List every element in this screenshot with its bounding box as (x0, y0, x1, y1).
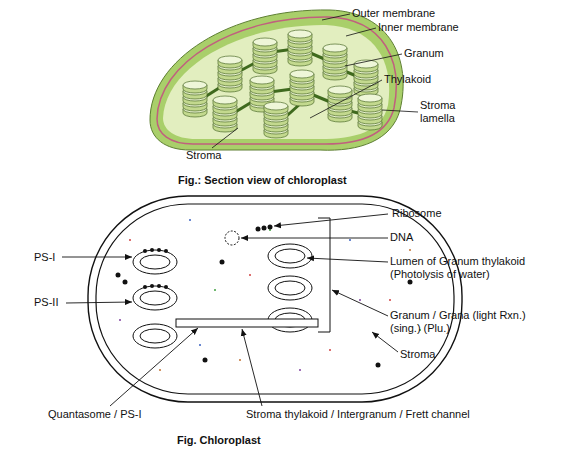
part-label: Inner membrane (378, 21, 459, 34)
inner-membrane-line (157, 17, 396, 144)
bottom-leader-arrows (62, 214, 398, 406)
part-label: Lumen of Granum thylakoid (Photolysis of… (390, 255, 540, 281)
part-label: Granum (404, 47, 444, 60)
part-label: DNA (390, 231, 413, 244)
stroma-face (163, 25, 389, 139)
part-label: Granum / Grana (light Rxn.) (sing.) (Plu… (390, 309, 540, 335)
photosystem-dots (143, 225, 273, 325)
part-label: Quantasome / PS-I (48, 408, 142, 421)
part-label: PS-I (34, 251, 55, 264)
outer-membrane-shell (150, 10, 403, 150)
stroma-thylakoid-bar (176, 319, 318, 327)
part-label: Ribosome (392, 207, 442, 220)
stroma-specks (116, 219, 422, 371)
figure-caption: Fig. Chloroplast (177, 434, 261, 447)
dna-circle (225, 231, 239, 245)
outer-membrane (88, 196, 462, 402)
grana-stacks (183, 30, 382, 138)
part-label: Thylakoid (384, 73, 431, 86)
grana-ovals (133, 244, 312, 348)
inner-membrane (96, 204, 454, 394)
part-label: Stroma thylakoid / Intergranum / Frett c… (246, 408, 470, 421)
part-label: PS-II (34, 296, 58, 309)
part-label: Stroma lamella (420, 99, 470, 125)
part-label: Outer membrane (352, 7, 435, 20)
part-label: Stroma (400, 348, 435, 361)
figure-caption: Fig.: Section view of chloroplast (178, 174, 347, 187)
part-label: Stroma (186, 149, 221, 162)
grana-bracket (318, 218, 330, 332)
